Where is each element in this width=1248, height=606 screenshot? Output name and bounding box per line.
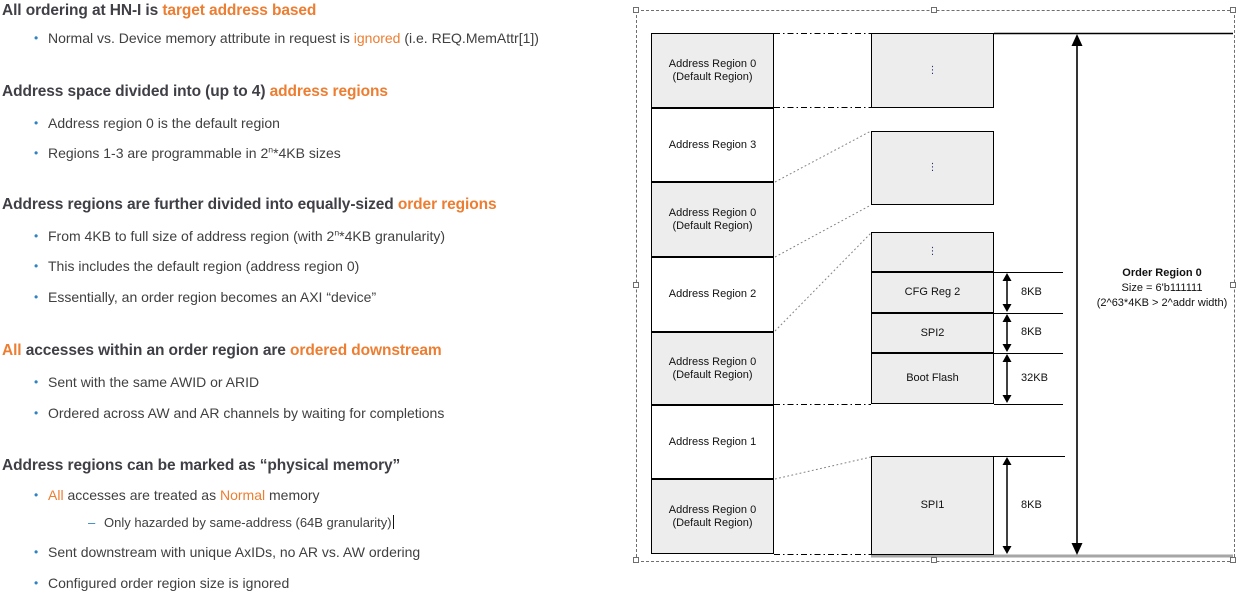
highlighted-text: All bbox=[2, 342, 22, 359]
bullet-text: Ordered across AW and AR channels by wai… bbox=[48, 405, 444, 421]
bullet-marker: • bbox=[34, 545, 39, 559]
text-run: n bbox=[334, 227, 340, 238]
selection-handle[interactable] bbox=[633, 7, 639, 13]
bullet-text: Essentially, an order region becomes an … bbox=[48, 289, 376, 305]
highlighted-text: order regions bbox=[397, 196, 497, 213]
selection-handle[interactable] bbox=[931, 7, 937, 13]
section-heading: Address regions can be marked as “physic… bbox=[2, 457, 400, 475]
text-run: accesses within an order region are bbox=[21, 342, 291, 359]
highlighted-text: address regions bbox=[269, 83, 388, 100]
bullet-marker: • bbox=[34, 31, 39, 45]
bullet-text: From 4KB to full size of address region … bbox=[48, 228, 445, 244]
address-region-box: Address Region 0(Default Region) bbox=[651, 332, 774, 405]
highlighted-text: ordered downstream bbox=[290, 342, 442, 359]
text-run: *4KB granularity) bbox=[339, 228, 445, 244]
text-run: (i.e. REQ.MemAttr[1]) bbox=[400, 30, 539, 46]
bullet-marker: • bbox=[34, 146, 39, 160]
bullet-marker: • bbox=[34, 229, 39, 243]
order-ellipsis-box: ⋮ bbox=[871, 33, 994, 108]
bullet-marker: • bbox=[34, 116, 39, 130]
device-box: SPI1 bbox=[871, 456, 994, 555]
size-label: 32KB bbox=[1021, 371, 1048, 384]
text-run: n bbox=[268, 144, 274, 155]
device-box: Boot Flash bbox=[871, 353, 994, 404]
text-run: Essentially, an order region becomes an … bbox=[48, 289, 377, 305]
selection-handle[interactable] bbox=[1230, 557, 1236, 563]
highlighted-text: target address based bbox=[162, 2, 317, 19]
selection-handle[interactable] bbox=[633, 557, 639, 563]
bullet-text: Sent downstream with unique AxIDs, no AR… bbox=[48, 544, 420, 560]
section-heading: Address regions are further divided into… bbox=[2, 196, 497, 214]
text-run: Sent downstream with unique AxIDs, no AR… bbox=[48, 544, 421, 560]
annotation-size: Size = 6'b111111 bbox=[1121, 282, 1203, 294]
bullet-marker: • bbox=[34, 259, 39, 273]
selection-handle[interactable] bbox=[1230, 7, 1236, 13]
section-heading: All accesses within an order region are … bbox=[2, 342, 442, 360]
section-heading: All ordering at HN-I is target address b… bbox=[2, 2, 316, 20]
bullet-text: This includes the default region (addres… bbox=[48, 258, 359, 274]
highlighted-text: All bbox=[48, 487, 64, 503]
size-label: 8KB bbox=[1021, 285, 1042, 298]
order-ellipsis-box: ⋮ bbox=[871, 232, 994, 272]
bullet-marker: • bbox=[34, 406, 39, 420]
text-run: Configured order region size is ignored bbox=[48, 575, 290, 591]
order-region-annotation: Order Region 0 Size = 6'b111111 (2^63*4K… bbox=[1083, 266, 1241, 311]
device-box: SPI2 bbox=[871, 313, 994, 353]
text-run: Sent with the same AWID or ARID bbox=[48, 374, 260, 390]
bullet-marker: • bbox=[34, 375, 39, 389]
annotation-note: (2^63*4KB > 2^addr width) bbox=[1096, 297, 1228, 309]
bullet-marker: • bbox=[34, 290, 39, 304]
bullet-text: Address region 0 is the default region bbox=[48, 115, 280, 131]
text-run: From 4KB to full size of address region … bbox=[48, 228, 335, 244]
address-region-box: Address Region 3 bbox=[651, 108, 774, 182]
dash-bullet-marker: – bbox=[88, 515, 96, 530]
bullet-text: Configured order region size is ignored bbox=[48, 575, 289, 591]
bullet-text: Normal vs. Device memory attribute in re… bbox=[48, 30, 539, 46]
device-box: CFG Reg 2 bbox=[871, 272, 994, 313]
text-run: Normal vs. Device memory attribute in re… bbox=[48, 30, 354, 46]
text-run: Address regions are further divided into… bbox=[2, 196, 398, 213]
annotation-title: Order Region 0 bbox=[1122, 267, 1202, 279]
selection-handle[interactable] bbox=[633, 282, 639, 288]
selection-handle[interactable] bbox=[1230, 282, 1236, 288]
text-run: *4KB sizes bbox=[273, 145, 341, 161]
highlighted-text: Normal bbox=[219, 487, 266, 503]
address-region-box: Address Region 2 bbox=[651, 257, 774, 332]
text-run: Address regions can be marked as “physic… bbox=[2, 457, 401, 474]
text-run: Ordered across AW and AR channels by wai… bbox=[48, 405, 445, 421]
size-label: 8KB bbox=[1021, 498, 1042, 511]
bullet-text: Only hazarded by same-address (64B granu… bbox=[104, 515, 394, 530]
text-run: Only hazarded by same-address (64B granu… bbox=[104, 515, 392, 530]
text-run: This includes the default region (addres… bbox=[48, 258, 360, 274]
section-heading: Address space divided into (up to 4) add… bbox=[2, 83, 388, 101]
highlighted-text: ignored bbox=[353, 30, 401, 46]
order-ellipsis-box: ⋮ bbox=[871, 131, 994, 205]
text-run: memory bbox=[265, 487, 320, 503]
text-run: Address region 0 is the default region bbox=[48, 115, 280, 131]
selection-handle[interactable] bbox=[931, 557, 937, 563]
address-region-box: Address Region 1 bbox=[651, 405, 774, 479]
address-region-box: Address Region 0(Default Region) bbox=[651, 182, 774, 257]
bullet-text: Regions 1-3 are programmable in 2n*4KB s… bbox=[48, 145, 341, 161]
bullet-text: All accesses are treated as Normal memor… bbox=[48, 487, 320, 503]
size-label: 8KB bbox=[1021, 326, 1042, 338]
text-run: accesses are treated as bbox=[63, 487, 220, 503]
bullet-marker: • bbox=[34, 488, 39, 502]
address-region-box: Address Region 0(Default Region) bbox=[651, 33, 774, 108]
slide-text-panel[interactable]: All ordering at HN-I is target address b… bbox=[0, 0, 690, 606]
text-run: All ordering at HN-I is bbox=[2, 2, 163, 19]
text-cursor bbox=[392, 515, 394, 529]
bullet-marker: • bbox=[34, 576, 39, 590]
address-region-box: Address Region 0(Default Region) bbox=[651, 479, 774, 554]
text-run: Address space divided into (up to 4) bbox=[2, 83, 270, 100]
bullet-text: Sent with the same AWID or ARID bbox=[48, 374, 259, 390]
text-run: Regions 1-3 are programmable in 2 bbox=[48, 145, 269, 161]
